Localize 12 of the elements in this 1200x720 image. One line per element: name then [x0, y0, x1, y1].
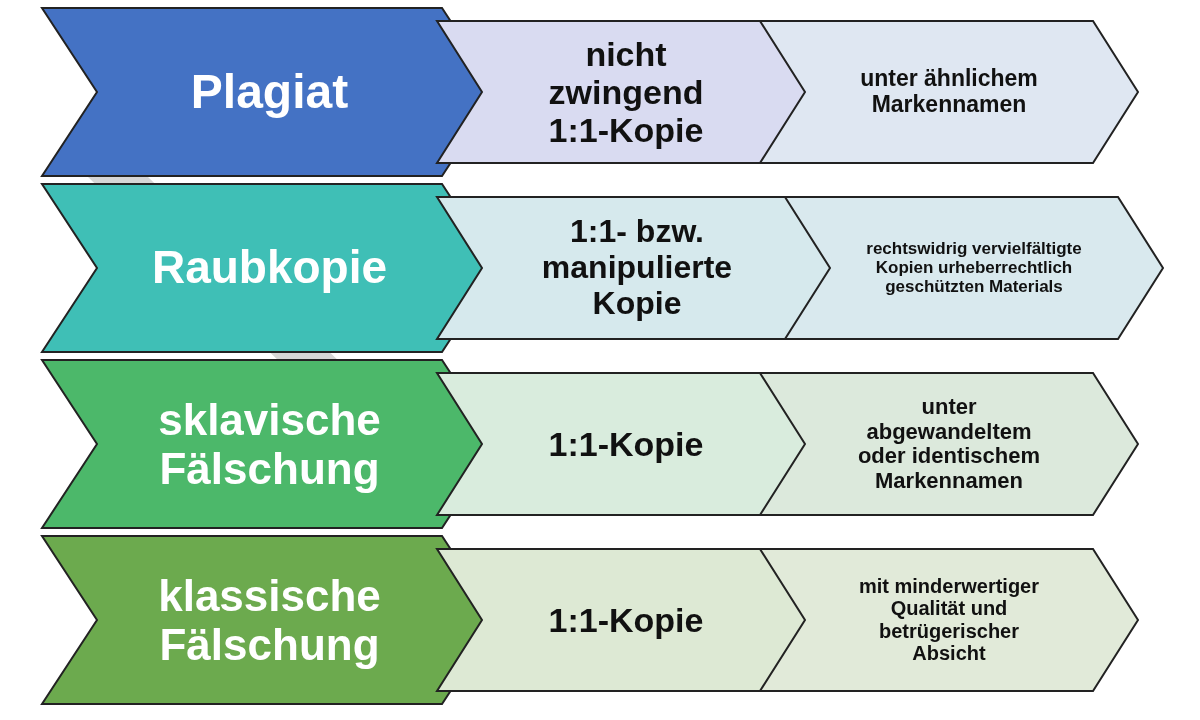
description-text: 1:1-Kopie	[547, 424, 705, 464]
category-title: Plagiat	[189, 65, 350, 119]
description-text: unter ähnlichem Markennamen	[859, 66, 1039, 118]
description-text: 1:1- bzw. manipulierte Kopie	[540, 214, 734, 322]
category-title: klassische Fälschung	[157, 570, 382, 670]
description-text: nicht zwingend 1:1-Kopie	[547, 34, 705, 150]
category-title: Raubkopie	[150, 242, 389, 294]
description-text: rechtswidrig vervielfältigte Kopien urheberrechtlich geschützten Materials	[865, 239, 1083, 297]
category-title: sklavische Fälschung	[157, 394, 382, 494]
description-text: mit minderwertiger Qualität und betrügerischer Absicht	[857, 575, 1040, 665]
description-text: unter abgewandeltem oder identischem Markennamen	[856, 394, 1042, 494]
description-text: 1:1-Kopie	[547, 600, 705, 640]
